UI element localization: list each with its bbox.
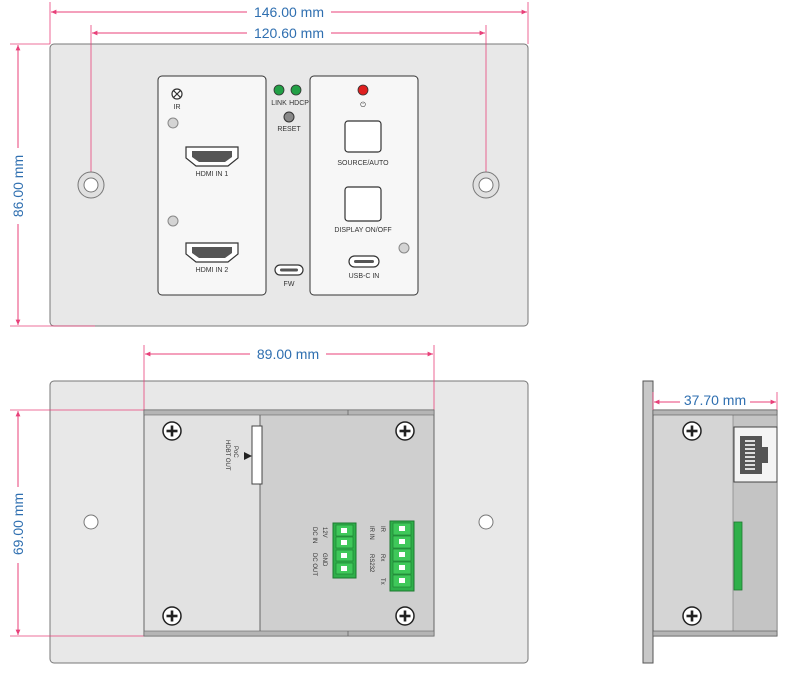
source-auto-button[interactable] xyxy=(344,120,382,153)
side-terminal-block xyxy=(733,521,743,591)
gnd-label: GND xyxy=(321,553,327,567)
rs232-label: RS232 xyxy=(368,554,374,573)
hdbt-out-label: HDBT OUT xyxy=(224,440,230,471)
indicator-led-hdmi2 xyxy=(167,215,179,227)
side-faceplate xyxy=(642,380,654,664)
rx-label: Rx xyxy=(379,554,385,561)
rear-body-left xyxy=(143,409,261,637)
indicator-led-hdmi1 xyxy=(167,117,179,129)
usbc-in-label: USB-C IN xyxy=(349,273,380,280)
poc-label: PoC xyxy=(232,446,238,458)
front-view: 146.00 mm 120.60 mm 86.00 mm IR HDMI IN … xyxy=(9,2,529,327)
screw-icon xyxy=(395,606,415,626)
reset-label: RESET xyxy=(277,126,301,133)
power-led xyxy=(357,84,369,96)
reset-button[interactable] xyxy=(283,111,295,123)
hdmi-in-2-label: HDMI IN 2 xyxy=(196,267,229,274)
fw-label: FW xyxy=(284,281,295,288)
power-symbol: ⏻ xyxy=(360,101,366,109)
screw-icon xyxy=(162,606,182,626)
dim-body-height: 69.00 mm xyxy=(10,493,26,555)
front-left-panel xyxy=(157,75,267,296)
screw-icon xyxy=(395,421,415,441)
indicator-led-right xyxy=(398,242,410,254)
dc-terminal-block[interactable] xyxy=(332,522,357,579)
dim-body-width: 89.00 mm xyxy=(257,346,319,362)
hdcp-led xyxy=(290,84,302,96)
display-on-off-label: DISPLAY ON/OFF xyxy=(334,227,391,234)
dim-overall-width: 146.00 mm xyxy=(254,4,324,20)
hdcp-label: HDCP xyxy=(289,100,309,107)
ir-label: IR xyxy=(174,104,181,111)
tx-label: Tx xyxy=(379,578,385,585)
rear-hole-left xyxy=(83,514,99,530)
rs232-ir-terminal-block[interactable] xyxy=(389,520,415,592)
front-right-panel xyxy=(309,75,419,296)
rear-hole-right xyxy=(478,514,494,530)
hdmi-in-1-label: HDMI IN 1 xyxy=(196,171,229,178)
screw-icon xyxy=(682,606,702,626)
rear-view: 89.00 mm 69.00 mm HDBT OUT PoC xyxy=(9,345,529,664)
link-led xyxy=(273,84,285,96)
ir-window-icon xyxy=(171,88,183,100)
screw-icon xyxy=(162,421,182,441)
ir-terminal-label: IR xyxy=(379,526,385,533)
rj45-port-icon xyxy=(733,426,778,483)
hdmi-in-2-port[interactable] xyxy=(185,242,239,263)
ir-in-label: IR IN xyxy=(368,526,374,540)
dim-depth: 37.70 mm xyxy=(684,392,746,408)
dc-in-label: DC IN xyxy=(311,527,317,543)
dim-height: 86.00 mm xyxy=(10,155,26,217)
screw-icon xyxy=(682,421,702,441)
display-on-off-button[interactable] xyxy=(344,186,382,222)
link-label: LINK xyxy=(271,100,287,107)
hdmi-in-1-port[interactable] xyxy=(185,146,239,167)
dc-out-label: DC OUT xyxy=(311,553,317,576)
side-view: 37.70 mm xyxy=(642,380,778,664)
twelve-v-label: 12V xyxy=(321,527,327,538)
dim-hole-spacing: 120.60 mm xyxy=(254,25,324,41)
hdbt-out-port[interactable] xyxy=(251,425,263,485)
source-auto-label: SOURCE/AUTO xyxy=(337,160,389,167)
